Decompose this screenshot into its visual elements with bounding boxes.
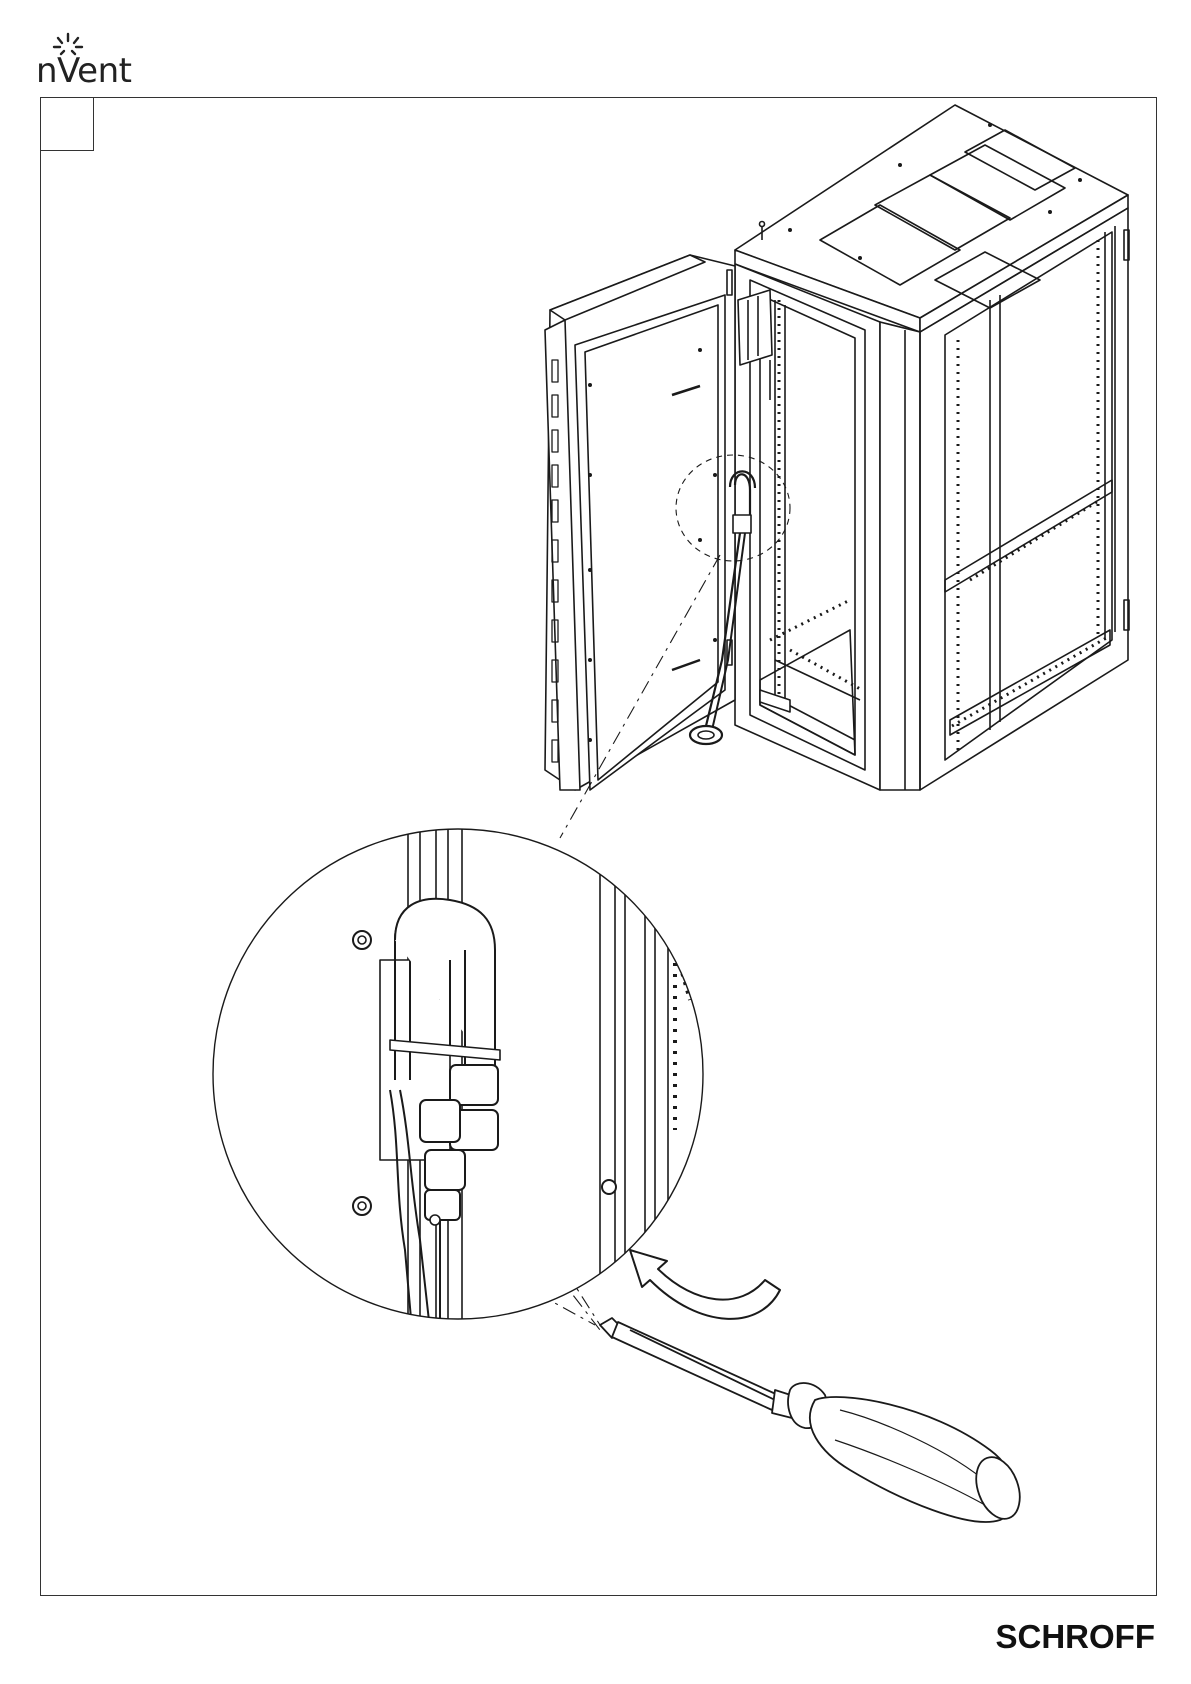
screwdriver-icon xyxy=(600,1318,1028,1525)
brand-wordmark: SCHROFF xyxy=(996,1618,1156,1656)
detail-zoom-circle xyxy=(213,820,703,1330)
rotate-arrow-icon xyxy=(630,1250,780,1319)
cabinet xyxy=(735,105,1129,790)
